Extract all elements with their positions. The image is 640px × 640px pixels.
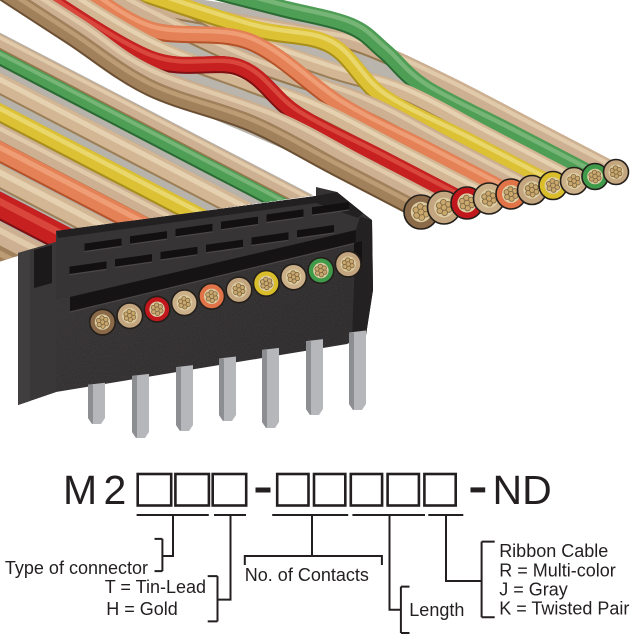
svg-text:R = Multi-color: R = Multi-color [499, 561, 616, 581]
svg-text:M: M [63, 467, 97, 513]
svg-text:No. of Contacts: No. of Contacts [245, 565, 369, 585]
svg-text:Length: Length [409, 600, 464, 620]
svg-text:J = Gray: J = Gray [499, 580, 568, 600]
svg-text:H = Gold: H = Gold [106, 599, 178, 619]
svg-text:T = Tin-Lead: T = Tin-Lead [105, 577, 206, 597]
svg-text:Type of connector: Type of connector [5, 558, 148, 578]
svg-text:Ribbon Cable: Ribbon Cable [499, 541, 608, 561]
svg-text:ND: ND [493, 467, 552, 513]
svg-text:K = Twisted Pair: K = Twisted Pair [499, 599, 629, 619]
svg-text:2: 2 [104, 467, 127, 513]
